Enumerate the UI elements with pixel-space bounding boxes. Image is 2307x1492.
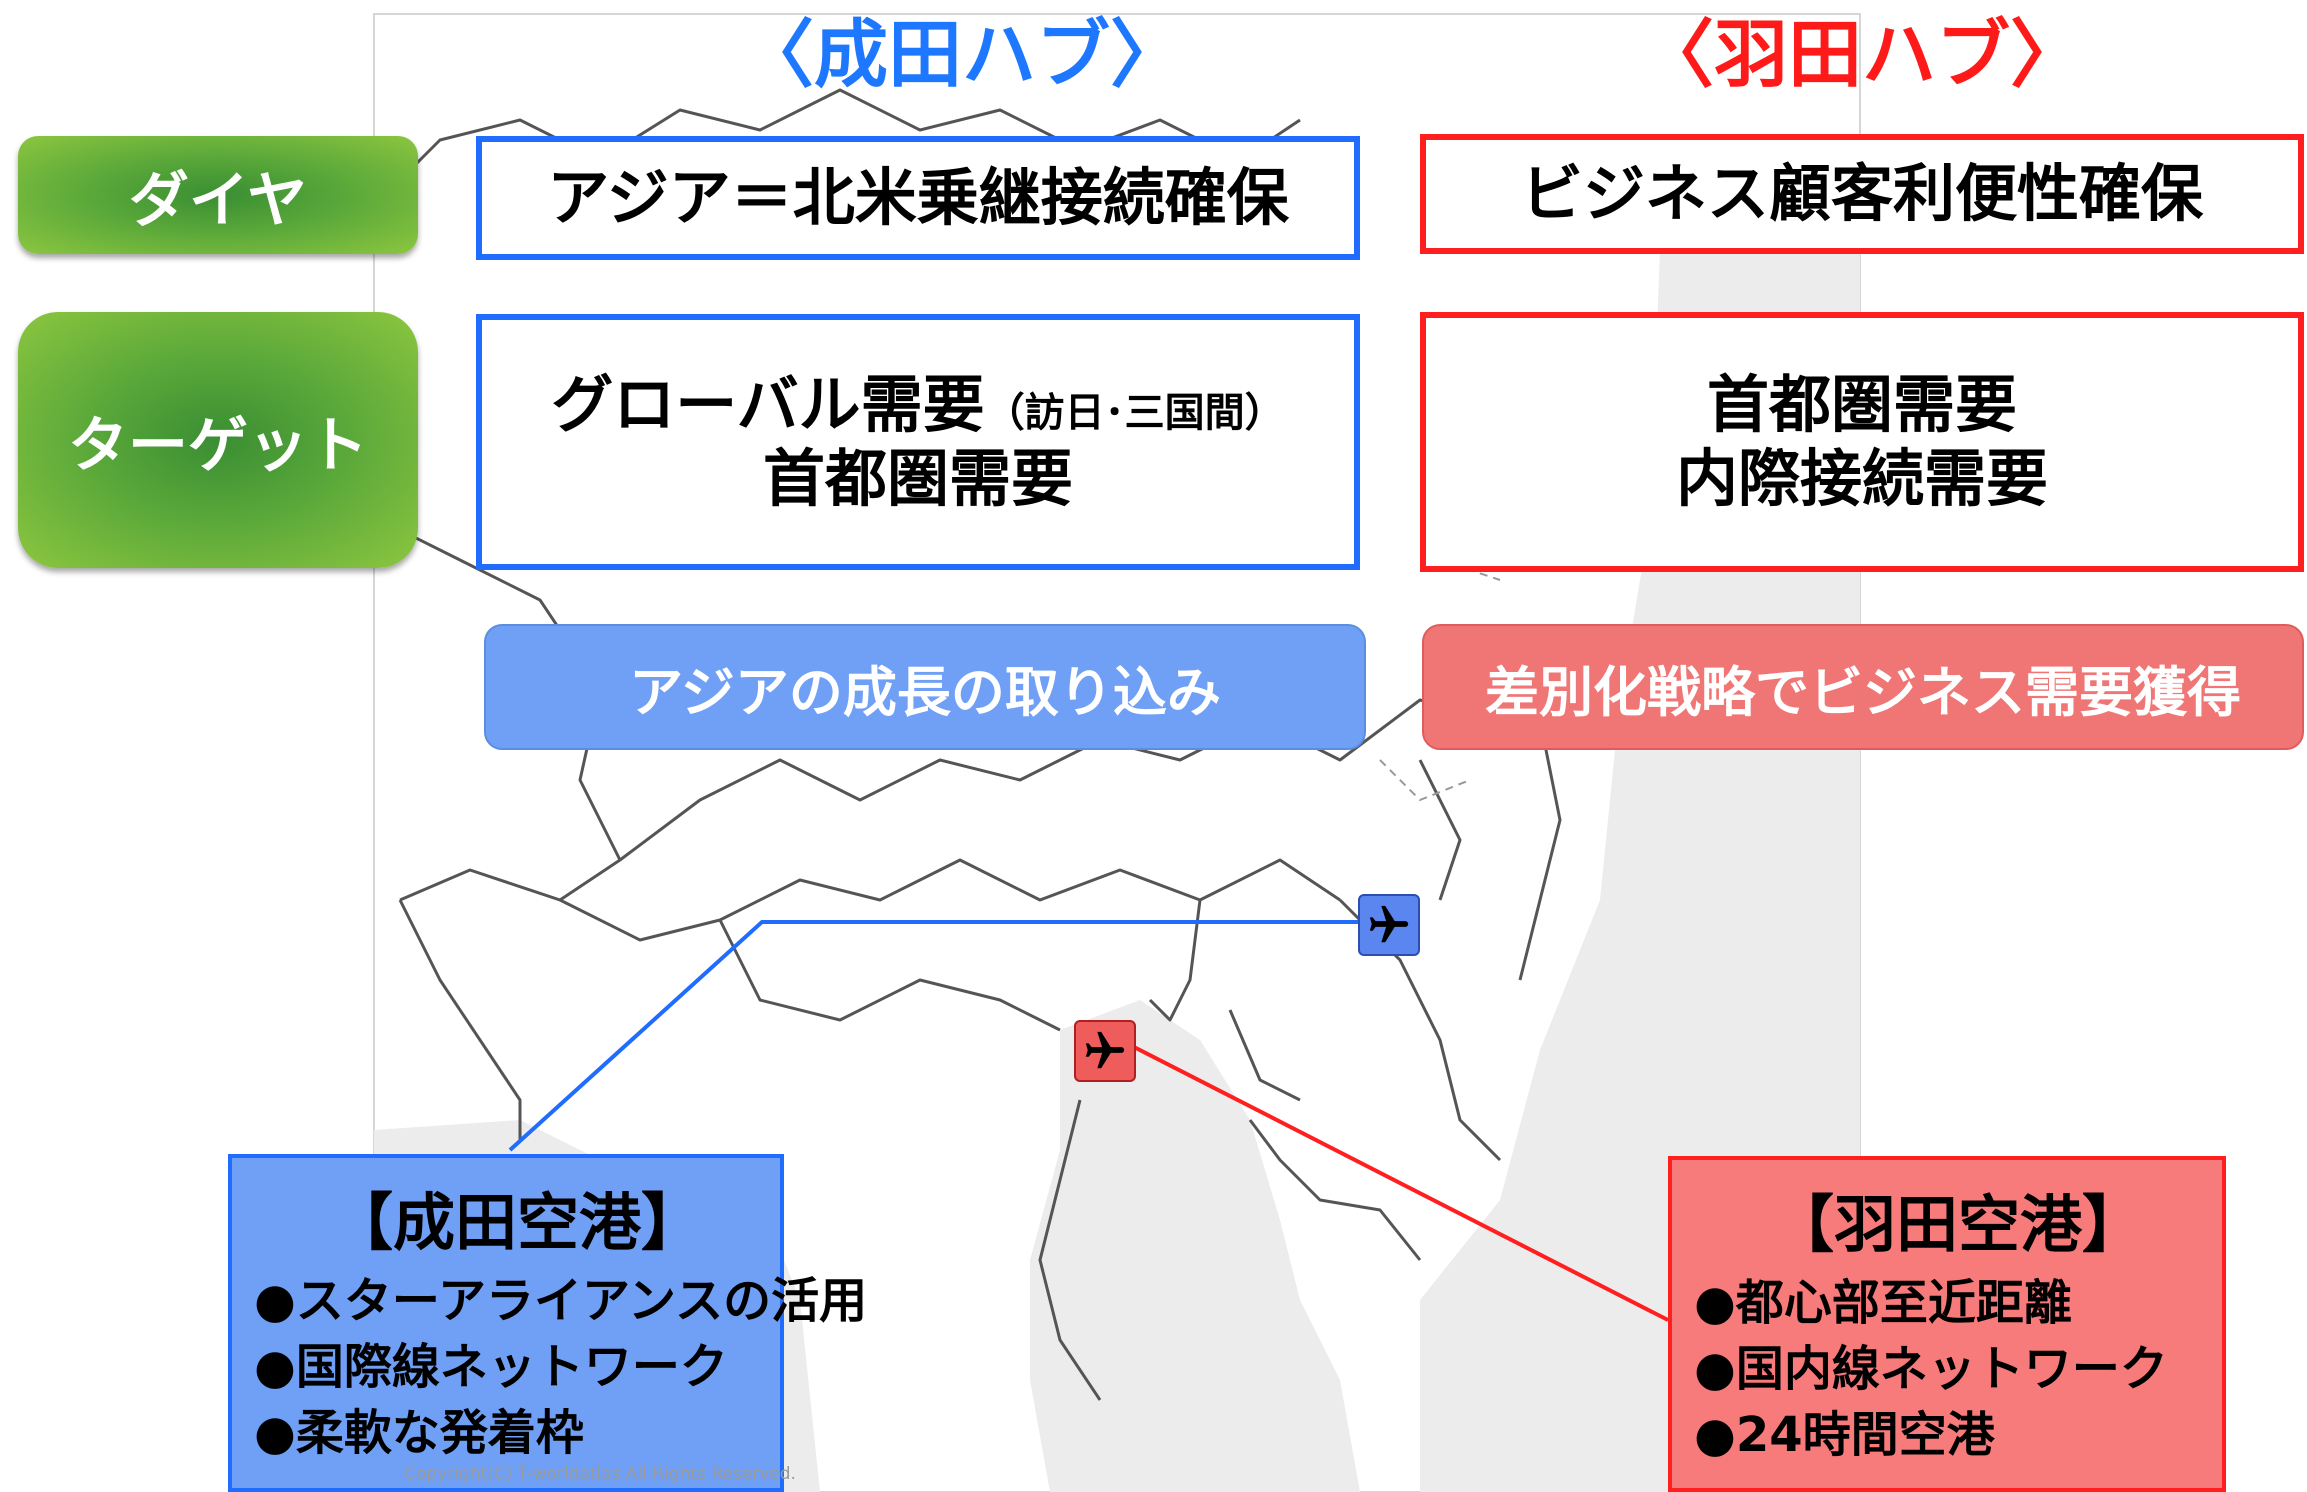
haneda-diagram-box: ビジネス顧客利便性確保	[1420, 134, 2304, 254]
narita-diagram-text: アジア＝北米乗継接続確保	[547, 160, 1289, 234]
narita-diagram-box: アジア＝北米乗継接続確保	[476, 136, 1360, 260]
target-row-label: ターゲット	[18, 312, 418, 568]
narita-airport-item: ●国際線ネットワーク	[254, 1339, 728, 1395]
narita-airport-panel: 【成田空港】 ●スターアライアンスの活用 ●国際線ネットワーク ●柔軟な発着枠	[228, 1154, 868, 1492]
copyright-text: Copyright(C) T-worldatlas All Rights Res…	[404, 1464, 796, 1484]
haneda-connector-line	[1131, 1044, 1669, 1322]
narita-airport-item: ●柔軟な発着枠	[254, 1405, 584, 1461]
haneda-strategy-banner: 差別化戦略でビジネス需要獲得	[1422, 624, 2304, 750]
diagram-row-label: ダイヤ	[18, 136, 418, 254]
haneda-target-line2: 内際接続需要	[1675, 442, 2048, 515]
narita-target-line2: 首都圏需要	[762, 442, 1073, 515]
haneda-diagram-text: ビジネス顧客利便性確保	[1520, 156, 2203, 230]
haneda-target-line1: 首都圏需要	[1706, 367, 2017, 441]
haneda-airport-item: ●国内線ネットワーク	[1694, 1341, 2168, 1397]
haneda-airport-item: ●24時間空港	[1694, 1407, 1995, 1463]
narita-target-main: グローバル需要	[551, 367, 985, 441]
narita-airport-item: ●スターアライアンスの活用	[254, 1273, 868, 1329]
narita-target-note: （訪日･三国間）	[984, 389, 1285, 436]
narita-target-box: グローバル需要（訪日･三国間） 首都圏需要	[476, 314, 1360, 570]
narita-target-line1: グローバル需要（訪日･三国間）	[551, 368, 1284, 442]
haneda-airport-panel: 【羽田空港】 ●都心部至近距離 ●国内線ネットワーク ●24時間空港	[1668, 1156, 2226, 1492]
airplane-icon	[1358, 894, 1420, 956]
narita-airport-title: 【成田空港】	[330, 1186, 703, 1259]
airplane-icon	[1074, 1020, 1136, 1082]
haneda-hub-title: 〈羽田ハブ〉	[1640, 12, 2084, 98]
haneda-target-box: 首都圏需要 内際接続需要	[1420, 312, 2304, 572]
haneda-airport-item: ●都心部至近距離	[1694, 1275, 2072, 1331]
narita-strategy-banner: アジアの成長の取り込み	[484, 624, 1366, 750]
narita-hub-title: 〈成田ハブ〉	[740, 12, 1184, 98]
narita-connector-line	[508, 920, 1358, 1152]
haneda-airport-title: 【羽田空港】	[1771, 1188, 2144, 1261]
